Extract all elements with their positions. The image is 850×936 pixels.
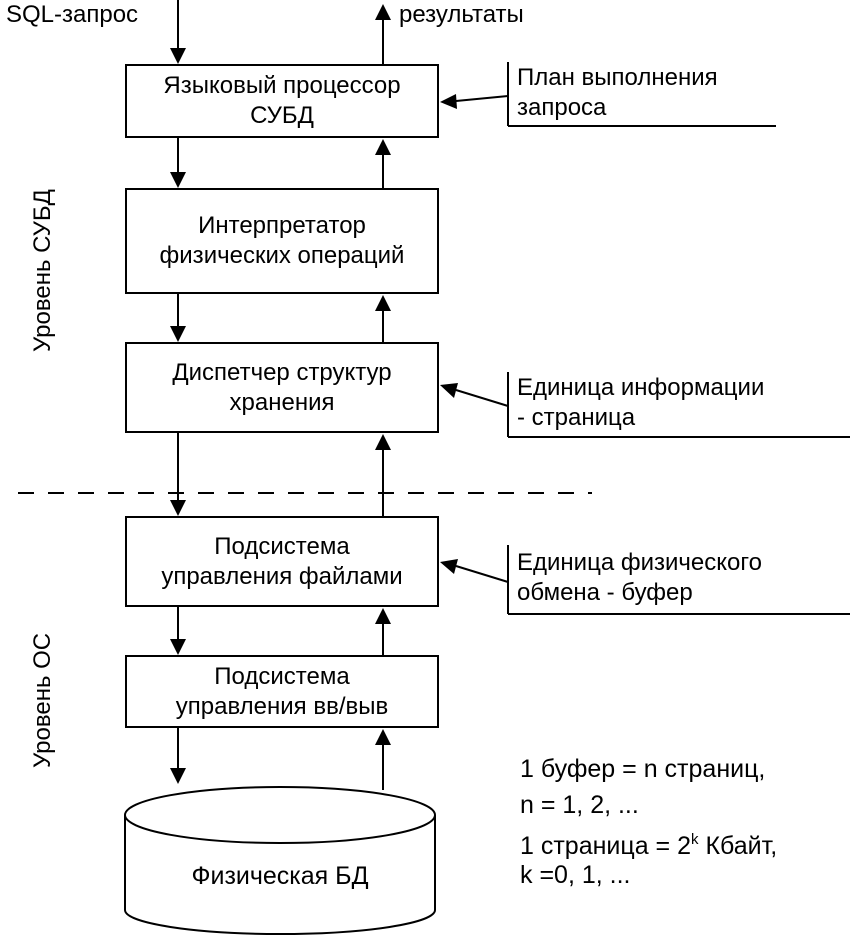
block-label: физических операций — [159, 242, 405, 269]
file-subsystem-block: Подсистема управления файлами — [125, 516, 439, 607]
formula-text: Кбайт, — [698, 832, 778, 860]
physical-database-label: Физическая БД — [191, 862, 369, 890]
arrow-down-icon — [170, 172, 186, 188]
io-subsystem-block: Подсистема управления вв/выв — [125, 655, 439, 728]
arrow-down-icon — [170, 500, 186, 516]
block-label: хранения — [229, 388, 335, 416]
block-label: СУБД — [250, 102, 314, 129]
arrow-left-icon — [440, 559, 458, 574]
note-line: - страница — [517, 404, 636, 431]
block-label: Языковый процессор — [163, 72, 401, 99]
arrow-up-icon — [375, 4, 391, 20]
arrow-up-icon — [375, 139, 391, 155]
formula-line-1: 1 буфер = n страниц, — [520, 755, 766, 783]
note-line: запроса — [517, 94, 607, 121]
arrow-down-icon — [170, 639, 186, 655]
arrow-up-icon — [375, 434, 391, 450]
sql-query-label: SQL-запрос — [6, 1, 139, 28]
block-label: Подсистема — [214, 532, 350, 560]
arrow-up-icon — [375, 295, 391, 311]
os-level-label: Уровень ОС — [29, 632, 56, 768]
language-processor-block: Языковый процессор СУБД — [125, 64, 439, 138]
note-connector — [455, 95, 509, 102]
note-line: обмена - буфер — [517, 579, 693, 606]
formula-line-2: n = 1, 2, ... — [520, 791, 639, 819]
block-label: Интерпретатор — [198, 212, 366, 239]
arrow-left-icon — [440, 94, 457, 109]
execution-plan-note: План выполнения запроса — [517, 63, 718, 123]
arrow-up-icon — [375, 729, 391, 745]
formula-line-3: 1 страница = 2k Кбайт, — [520, 825, 777, 861]
note-connector — [455, 389, 509, 407]
formula-text: 1 страница = 2 — [520, 832, 691, 860]
arrow-left-icon — [440, 383, 458, 398]
note-line: Единица физического — [517, 549, 762, 576]
note-line: План выполнения — [517, 64, 718, 91]
formula-line-4: k =0, 1, ... — [520, 861, 631, 889]
results-label: результаты — [399, 1, 524, 28]
database-cylinder-icon — [124, 786, 436, 935]
note-line: Единица информации — [517, 374, 765, 401]
formula-exponent: k — [691, 831, 699, 848]
storage-manager-block: Диспетчер структур хранения — [125, 342, 439, 433]
block-label: управления вв/выв — [175, 692, 389, 720]
interpreter-block: Интерпретатор физических операций — [125, 188, 439, 294]
arrow-up-icon — [375, 608, 391, 624]
arrow-down-icon — [170, 326, 186, 342]
exchange-unit-note: Единица физического обмена - буфер — [517, 548, 762, 608]
block-label: Подсистема — [214, 662, 350, 690]
dbms-level-label: Уровень СУБД — [29, 189, 56, 352]
note-connector — [455, 565, 509, 583]
info-unit-note: Единица информации - страница — [517, 373, 764, 433]
arrow-down-icon — [170, 48, 186, 64]
arrow-down-icon — [170, 768, 186, 784]
block-label: управления файлами — [161, 562, 403, 590]
block-label: Диспетчер структур — [172, 358, 392, 386]
